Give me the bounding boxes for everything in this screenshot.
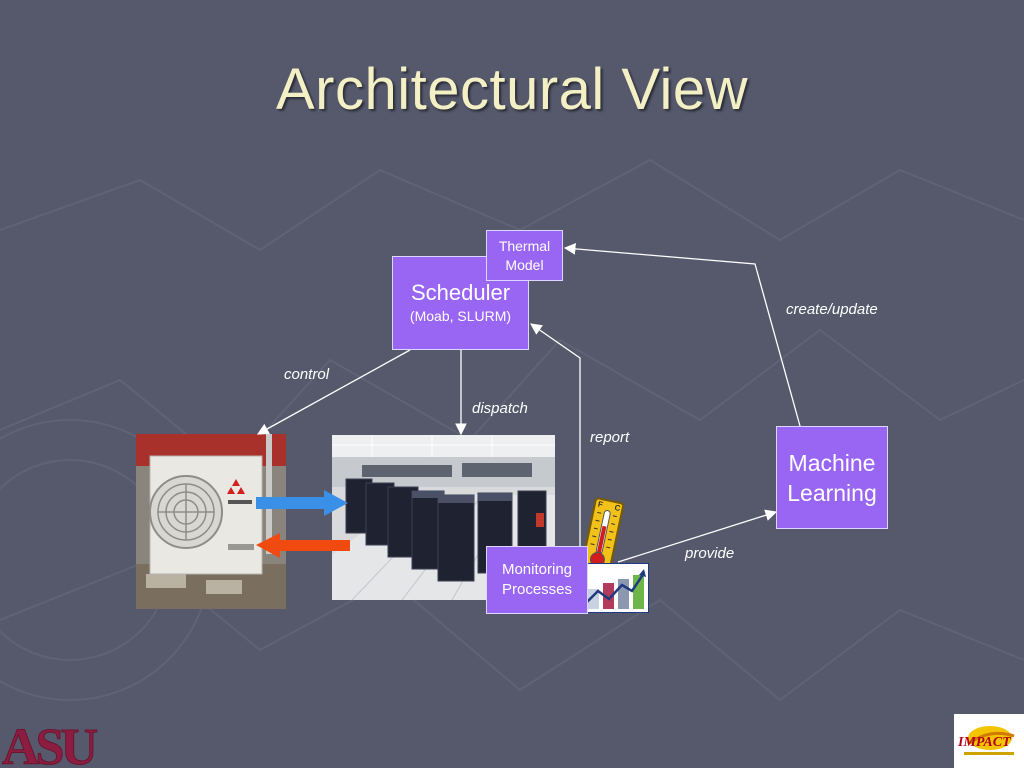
- monitoring-line1: Monitoring: [501, 561, 573, 578]
- impact-logo: IMPACT: [954, 714, 1024, 768]
- control-label: control: [284, 366, 330, 383]
- report-label: report: [590, 429, 630, 446]
- provide-label: provide: [685, 545, 735, 562]
- thermometer-f-label: F: [597, 500, 604, 510]
- create-update-label: create/update: [786, 301, 878, 318]
- thermal-model-line2: Model: [505, 256, 544, 273]
- thermometer-icon: F C: [580, 497, 624, 579]
- thermal-model-node: Thermal Model: [486, 230, 563, 281]
- dispatch-label: dispatch: [472, 400, 528, 417]
- impact-logo-text: IMPACT: [957, 735, 1012, 750]
- bar-chart-icon: [582, 563, 649, 613]
- machine-learning-line2: Learning: [787, 479, 877, 506]
- machine-learning-line1: Machine: [788, 449, 876, 476]
- air-conditioner-photo: [136, 434, 286, 609]
- asu-logo: ASU: [2, 719, 102, 768]
- scheduler-title: Scheduler: [410, 280, 511, 305]
- scheduler-subtitle: (Moab, SLURM): [409, 308, 512, 324]
- monitoring-processes-node: Monitoring Processes: [486, 546, 588, 614]
- asu-logo-text: ASU: [2, 719, 97, 768]
- slide-title: Architectural View: [275, 57, 749, 122]
- thermometer-c-label: C: [614, 503, 622, 513]
- machine-learning-node: Machine Learning: [776, 426, 888, 529]
- monitoring-line2: Processes: [501, 581, 573, 598]
- thermal-model-line1: Thermal: [498, 237, 551, 254]
